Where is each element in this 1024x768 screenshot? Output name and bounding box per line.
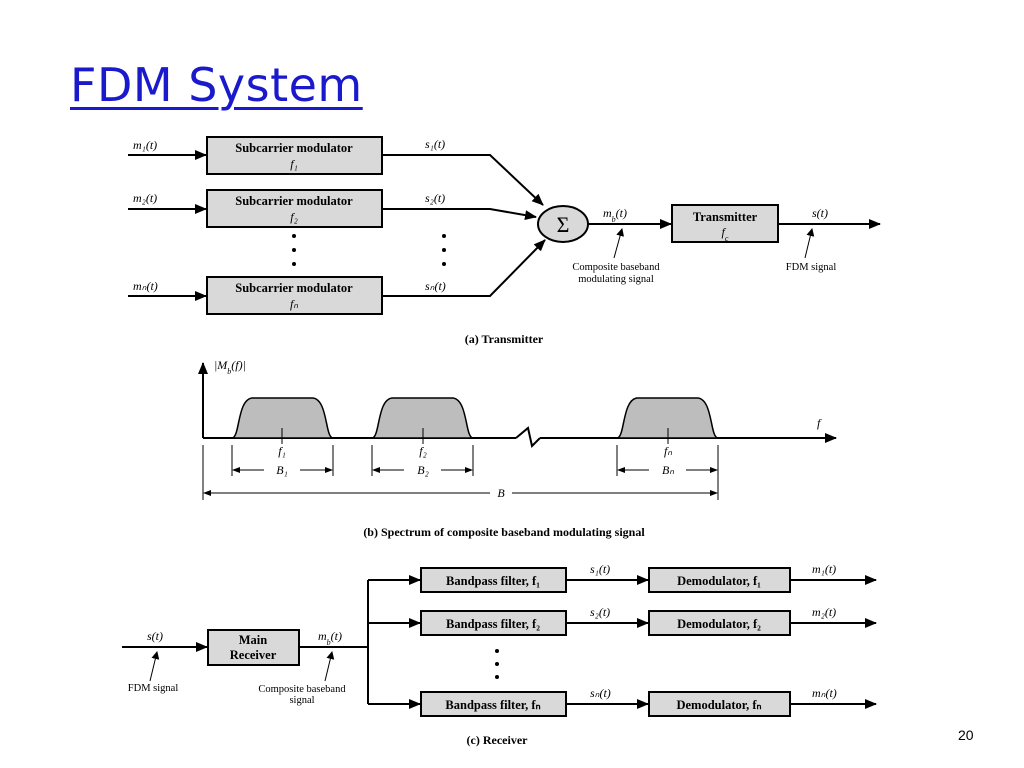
transmitter-caption: (a) Transmitter: [465, 332, 544, 346]
composite-note-line2: modulating signal: [578, 274, 654, 285]
bandpass-filter-n-label: Bandpass filter, fₙ: [445, 698, 540, 712]
bw-arrowhead: [465, 467, 473, 473]
fdm-note-pointer: [804, 228, 815, 259]
rx-fdm-note: FDM signal: [128, 683, 179, 694]
bandpass-filter-2: [420, 610, 567, 636]
bw-arrowhead: [203, 490, 211, 496]
bw-arrowhead: [710, 490, 718, 496]
ellipsis-dot: [292, 234, 296, 238]
main-receiver-box: [207, 629, 300, 666]
tx-input-n-label: mₙ(t): [133, 279, 158, 293]
demodulator-2-label: Demodulator, f₂: [677, 617, 761, 631]
rx-output-2-label: m₂(t): [812, 605, 836, 619]
bw-arrowhead: [710, 467, 718, 473]
composite-note-line1: Composite baseband: [572, 262, 660, 273]
rx-st-label: s(t): [147, 629, 163, 643]
transmitter-section: m₁(t) m₂(t) mₙ(t) Subcarrier modulator f…: [128, 136, 881, 346]
tx-output-2-wire: [382, 208, 537, 221]
bandwidth-label-n: Bₙ: [662, 463, 674, 477]
center-label-n: fₙ: [664, 444, 672, 458]
bw-arrowhead: [325, 467, 333, 473]
demodulator-n-label: Demodulator, fₙ: [676, 698, 761, 712]
ellipsis-dot: [442, 262, 446, 266]
ellipsis-dot: [495, 649, 499, 653]
spectrum-axis-break: [515, 426, 541, 448]
rx-filter-out-2-label: s₂(t): [590, 605, 610, 619]
rx-composite-note-line2: signal: [289, 695, 314, 706]
demodulator-n: [648, 691, 791, 717]
bw-arrowhead: [372, 467, 380, 473]
spectrum-band-1: [231, 397, 334, 439]
tx-mb-label: mb(t): [603, 206, 627, 224]
total-bandwidth-label: B: [497, 486, 505, 500]
spectrum-band-2: [371, 397, 474, 439]
subcarrier-modulator-n-label: Subcarrier modulator: [235, 281, 353, 295]
bandwidth-label-2: B₂: [417, 463, 429, 477]
tx-input-2-label: m₂(t): [133, 191, 157, 205]
tx-output-n-label: sₙ(t): [425, 279, 446, 293]
demodulator-1: [648, 567, 791, 593]
spectrum-y-label: |Mb(f)|: [214, 358, 246, 376]
spectrum-band-n: [616, 397, 719, 439]
ellipsis-dot: [442, 248, 446, 252]
bw-arrowhead: [232, 467, 240, 473]
tx-st-label: s(t): [812, 206, 828, 220]
receiver-section: s(t) FDM signal Main Receiver mb(t) Comp…: [122, 562, 877, 747]
ellipsis-dot: [495, 662, 499, 666]
transmitter-box-freq: fc: [722, 225, 729, 243]
bandwidth-label-1: B₁: [276, 463, 288, 477]
transmitter-box: [671, 204, 779, 243]
ellipsis-dot: [292, 262, 296, 266]
rx-composite-note-pointer: [324, 651, 335, 682]
rx-filter-out-1-label: s₁(t): [590, 562, 610, 576]
main-receiver-label-2: Receiver: [230, 648, 277, 662]
rx-mb-label: mb(t): [318, 629, 342, 647]
spectrum-section: |Mb(f)| f f₁ f₂ fₙ B₁ B₂: [198, 358, 837, 539]
main-receiver-label-1: Main: [239, 633, 268, 647]
rx-fdm-note-pointer: [149, 651, 160, 682]
bw-arrowhead: [617, 467, 625, 473]
composite-note-pointer: [613, 228, 624, 259]
tx-output-1-wire: [382, 154, 544, 206]
rx-output-1-label: m₁(t): [812, 562, 836, 576]
rx-composite-note-line1: Composite baseband: [258, 684, 346, 695]
spectrum-x-label: f: [817, 416, 822, 430]
ellipsis-dot: [442, 234, 446, 238]
center-label-2: f₂: [419, 444, 427, 458]
bandpass-filter-1-label: Bandpass filter, f₁: [446, 574, 540, 588]
demodulator-1-label: Demodulator, f₁: [677, 574, 761, 588]
transmitter-box-label: Transmitter: [693, 210, 758, 224]
fdm-note: FDM signal: [786, 262, 837, 273]
ellipsis-dot: [495, 675, 499, 679]
subcarrier-modulator-1-freq: f₁: [290, 157, 298, 171]
subcarrier-modulator-2-freq: f₂: [290, 210, 298, 224]
center-label-1: f₁: [278, 444, 286, 458]
bandpass-filter-n: [420, 691, 567, 717]
ellipsis-dot: [292, 248, 296, 252]
subcarrier-modulator-2-label: Subcarrier modulator: [235, 194, 353, 208]
spectrum-caption: (b) Spectrum of composite baseband modul…: [363, 525, 645, 539]
receiver-caption: (c) Receiver: [467, 733, 529, 747]
rx-output-n-label: mₙ(t): [812, 686, 837, 700]
bandpass-filter-1: [420, 567, 567, 593]
tx-output-n-wire: [382, 239, 546, 297]
page-number: 20: [958, 727, 974, 743]
subcarrier-modulator-n-freq: fₙ: [290, 297, 298, 311]
subcarrier-modulator-1: [206, 136, 383, 175]
tx-input-1-label: m₁(t): [133, 138, 157, 152]
tx-output-1-label: s₁(t): [425, 137, 445, 151]
bandpass-filter-2-label: Bandpass filter, f₂: [446, 617, 540, 631]
subcarrier-modulator-1-label: Subcarrier modulator: [235, 141, 353, 155]
summer-symbol: Σ: [557, 212, 570, 237]
tx-output-2-label: s₂(t): [425, 191, 445, 205]
slide-title: FDM System: [70, 58, 363, 112]
rx-filter-out-n-label: sₙ(t): [590, 686, 611, 700]
